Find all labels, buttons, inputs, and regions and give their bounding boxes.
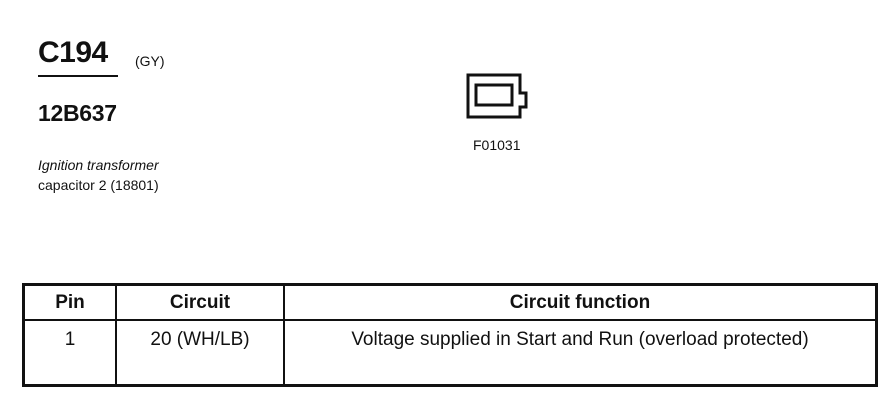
connector-face-icon — [466, 73, 532, 128]
header-circuit-function: Circuit function — [283, 283, 878, 321]
figure-code: F01031 — [473, 137, 521, 153]
header-circuit: Circuit — [115, 283, 285, 321]
part-number: 12B637 — [38, 100, 117, 126]
table-header-row: Pin Circuit Circuit function — [22, 283, 878, 321]
component-description-line1: Ignition transformer — [38, 157, 159, 173]
header-pin: Pin — [22, 283, 117, 321]
cell-circuit: 20 (WH/LB) — [115, 319, 285, 387]
component-description-line2: capacitor 2 (18801) — [38, 177, 159, 193]
connector-color-code: (GY) — [135, 53, 165, 69]
pin-table: Pin Circuit Circuit function 1 20 (WH/LB… — [22, 283, 878, 387]
connector-id-underline — [38, 75, 118, 77]
component-description: Ignition transformer capacitor 2 (18801) — [38, 155, 159, 195]
connector-id: C194 — [38, 36, 108, 69]
table-row: 1 20 (WH/LB) Voltage supplied in Start a… — [22, 319, 878, 387]
cell-circuit-function: Voltage supplied in Start and Run (overl… — [283, 319, 878, 387]
cell-pin: 1 — [22, 319, 117, 387]
